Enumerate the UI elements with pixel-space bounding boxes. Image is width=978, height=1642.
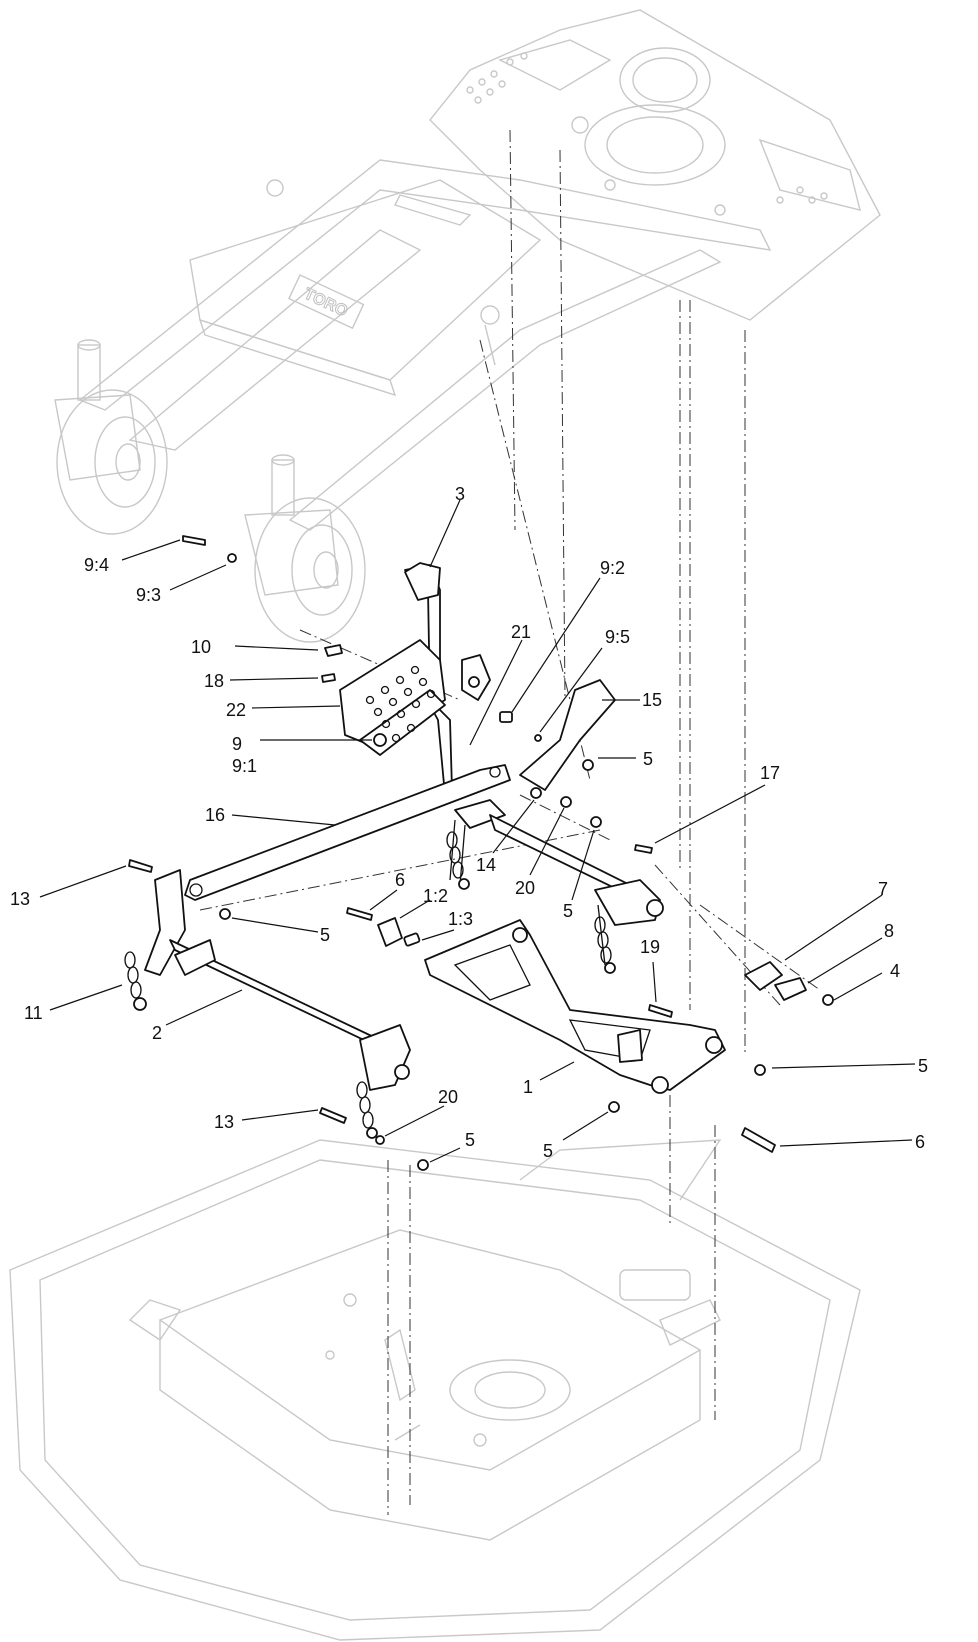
- lever-handle: [404, 562, 453, 796]
- callout-1: 1: [523, 1077, 533, 1097]
- callout-4: 4: [890, 961, 900, 981]
- callout-19: 19: [640, 937, 660, 957]
- bolt-6b: [741, 1127, 776, 1153]
- bolt-13a: [128, 859, 153, 873]
- callout-18: 18: [204, 671, 224, 691]
- callout-10: 10: [191, 637, 211, 657]
- callout-9-1: 9:1: [232, 756, 257, 776]
- spacer-1-3: [403, 932, 421, 947]
- callout-9-4: 9:4: [84, 555, 109, 575]
- screw-19: [648, 1004, 673, 1018]
- screw-17: [634, 844, 653, 854]
- callout-5f: 5: [543, 1141, 553, 1161]
- bolt-6a: [346, 907, 373, 921]
- callout-9-3: 9:3: [136, 585, 161, 605]
- clip-7: [744, 961, 783, 991]
- callout-11: 11: [24, 1003, 43, 1023]
- callout-1-3: 1:3: [448, 909, 473, 929]
- callout-6a: 6: [395, 870, 405, 890]
- link-rod-16: [184, 764, 511, 901]
- callout-13a: 13: [10, 889, 30, 909]
- callout-5d: 5: [918, 1056, 928, 1076]
- washer-20b: [375, 1135, 385, 1145]
- bolt-13b: [319, 1107, 347, 1124]
- bushing-14: [530, 787, 542, 799]
- callout-3: 3: [455, 484, 465, 504]
- toro-logo: TORO: [288, 274, 365, 330]
- mower-frame-ghost: TORO: [54, 9, 881, 643]
- callout-16: 16: [205, 805, 225, 825]
- callout-5c: 5: [320, 925, 330, 945]
- callout-5b: 5: [563, 901, 573, 921]
- assembly-lines: [199, 129, 821, 1515]
- latch-15: [519, 679, 616, 791]
- callout-5a: 5: [643, 749, 653, 769]
- lift-arm-1: [424, 919, 726, 1094]
- callout-15: 15: [642, 690, 662, 710]
- washer-20a: [560, 796, 572, 808]
- spacer-9-2: [499, 711, 513, 723]
- callout-20a: 20: [515, 878, 535, 898]
- callout-7: 7: [878, 879, 888, 899]
- nut-5e: [417, 1159, 429, 1171]
- callout-9-5: 9:5: [605, 627, 630, 647]
- bushing-1-2: [377, 917, 403, 947]
- pin-10: [324, 644, 343, 657]
- lower-shaft-2: [169, 939, 411, 1091]
- callout-14: 14: [476, 855, 496, 875]
- sector-plate: [339, 639, 446, 756]
- callout-9-2: 9:2: [600, 558, 625, 578]
- cutting-deck-ghost: [9, 1139, 861, 1641]
- callout-22: 22: [226, 700, 246, 720]
- nut-4: [822, 994, 834, 1006]
- nut-5d: [608, 1101, 620, 1113]
- right-caster-wheel: [244, 454, 366, 643]
- callout-21: 21: [511, 622, 531, 642]
- upper-shaft: [449, 799, 664, 966]
- callout-8: 8: [884, 921, 894, 941]
- callout-1-2: 1:2: [423, 886, 448, 906]
- perforation-pattern: [466, 52, 828, 204]
- parts: [124, 535, 834, 1171]
- nut-5a: [582, 759, 594, 771]
- callout-9: 9: [232, 734, 242, 754]
- bracket-11: [124, 869, 186, 1011]
- callout-20b: 20: [438, 1087, 458, 1107]
- pivot-bolt-9: [373, 733, 387, 747]
- nut-5f: [754, 1064, 766, 1076]
- bolt-9-4: [182, 535, 206, 546]
- leader-lines: [39, 499, 916, 1163]
- clip-8: [774, 977, 807, 1001]
- callout-labels: 3 9:4 9:3 9:2 21 9:5 10 15 18 22 9 9:1 5…: [10, 484, 928, 1161]
- callout-6b: 6: [915, 1132, 925, 1152]
- callout-13b: 13: [214, 1112, 234, 1132]
- screw-18: [321, 673, 336, 683]
- pivot-nut: [468, 676, 480, 688]
- washer-9-3: [227, 553, 237, 563]
- callout-5e: 5: [465, 1130, 475, 1150]
- chain-upper: [446, 831, 616, 974]
- nut-5b: [590, 816, 602, 828]
- chain-lower: [356, 1081, 378, 1139]
- left-caster-wheel: [54, 339, 168, 535]
- callout-2: 2: [152, 1023, 162, 1043]
- callout-17: 17: [760, 763, 780, 783]
- nut-5c: [219, 908, 231, 920]
- washer-9-5: [534, 734, 542, 742]
